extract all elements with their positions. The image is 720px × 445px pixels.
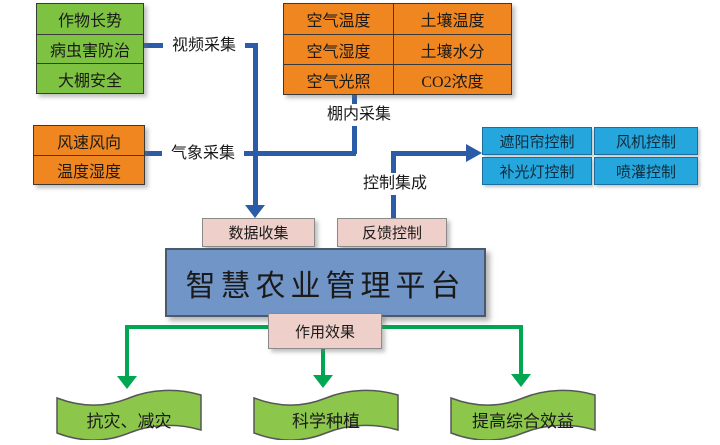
wave-banner-shape-icon xyxy=(56,389,202,441)
wave-banner-shape-icon xyxy=(253,389,399,441)
outcome-banner-label: 抗灾、减灾 xyxy=(86,411,172,431)
connector-weather-horizontal xyxy=(143,151,356,156)
control-integration-label: 控制集成 xyxy=(354,173,436,195)
effect-box: 作用效果 xyxy=(268,313,382,349)
down-arrowhead-outcome3-icon xyxy=(511,374,531,387)
connector-control-horizontal xyxy=(396,151,466,156)
data-collect-box: 数据收集 xyxy=(202,218,315,247)
outcome-banner-scientific: 科学种植 xyxy=(252,388,400,441)
video-source-group: 作物长势 病虫害防治 大棚安全 xyxy=(36,3,144,94)
box-irrigation-control: 喷灌控制 xyxy=(594,157,698,185)
box-fan-control: 风机控制 xyxy=(594,127,698,155)
feedback-control-box: 反馈控制 xyxy=(337,218,447,247)
control-grid: 遮阳帘控制 风机控制 补光灯控制 喷灌控制 xyxy=(482,127,698,185)
box-soil-temperature: 土壤温度 xyxy=(393,4,511,34)
box-shade-curtain-control: 遮阳帘控制 xyxy=(482,127,592,155)
box-soil-moisture: 土壤水分 xyxy=(393,34,511,64)
down-arrowhead-data-collect-icon xyxy=(245,205,265,218)
wave-banner-shape-icon xyxy=(450,389,596,441)
connector-outcome1-vertical xyxy=(125,325,129,377)
video-collect-label: 视频采集 xyxy=(163,35,245,57)
outcome-banner-disaster: 抗灾、减灾 xyxy=(55,388,203,441)
connector-trunk-vertical xyxy=(253,43,258,205)
connector-outcome2-vertical xyxy=(321,347,325,376)
box-wind: 风速风向 xyxy=(34,126,144,155)
box-crop-growth: 作物长势 xyxy=(37,4,143,34)
greenhouse-collect-label: 棚内采集 xyxy=(318,104,400,126)
down-arrowhead-outcome1-icon xyxy=(117,376,137,389)
box-grow-light-control: 补光灯控制 xyxy=(482,157,592,185)
greenhouse-sensor-grid: 空气温度 土壤温度 空气湿度 土壤水分 空气光照 CO2浓度 xyxy=(283,3,512,95)
outcome-banner-label: 科学种植 xyxy=(292,411,360,431)
weather-collect-label: 气象采集 xyxy=(162,143,244,165)
box-temp-humidity: 温度湿度 xyxy=(34,155,144,184)
platform-title-box: 智慧农业管理平台 xyxy=(165,248,486,317)
outcome-banner-benefit: 提高综合效益 xyxy=(448,388,598,441)
box-co2-concentration: CO2浓度 xyxy=(393,64,511,94)
weather-source-group: 风速风向 温度湿度 xyxy=(33,125,145,185)
box-air-humidity: 空气湿度 xyxy=(284,34,393,64)
box-air-temperature: 空气温度 xyxy=(284,4,393,34)
box-pest-control: 病虫害防治 xyxy=(37,33,143,64)
outcome-banner-label: 提高综合效益 xyxy=(472,411,574,431)
box-greenhouse-safety: 大棚安全 xyxy=(37,63,143,93)
down-arrowhead-outcome2-icon xyxy=(313,375,333,388)
connector-outcome3-vertical xyxy=(519,325,523,375)
right-arrowhead-control-icon xyxy=(466,144,482,162)
box-air-light: 空气光照 xyxy=(284,64,393,94)
